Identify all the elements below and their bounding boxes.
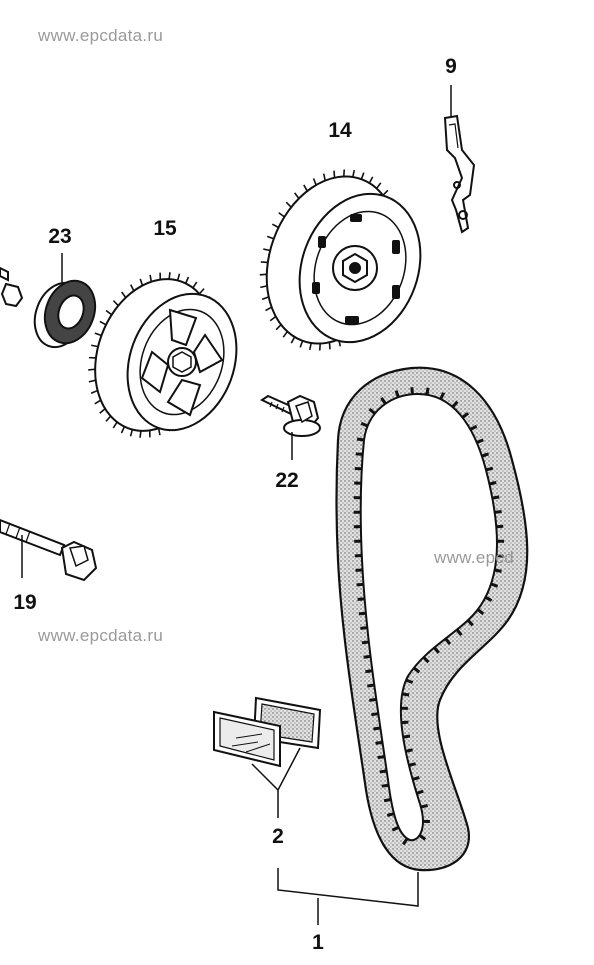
part-9-bracket (445, 85, 474, 232)
bolt-left-edge (0, 268, 22, 306)
part-22-bolt (262, 396, 320, 460)
part-1-belt (278, 368, 527, 925)
callout-22: 22 (275, 470, 298, 491)
callout-9: 9 (445, 56, 457, 77)
watermark-top: www.epcdata.ru (38, 26, 163, 46)
watermark-middle: www.epcdata.ru (38, 626, 163, 646)
watermark-right: www.epcd (434, 548, 514, 568)
callout-1: 1 (312, 932, 324, 953)
callout-2: 2 (272, 826, 284, 847)
part-23-seal (26, 253, 103, 354)
callout-14: 14 (328, 120, 351, 141)
part-19-bolt (0, 520, 96, 580)
part-15-pulley (75, 262, 255, 448)
part-2-pads (214, 698, 320, 818)
callout-15: 15 (153, 218, 176, 239)
part-14-pulley (244, 158, 440, 362)
callout-23: 23 (48, 226, 71, 247)
callout-19: 19 (13, 592, 36, 613)
